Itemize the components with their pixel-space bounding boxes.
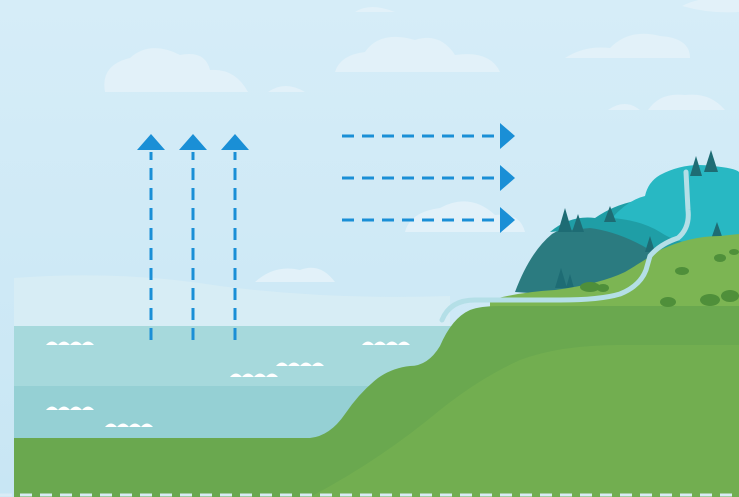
- bush: [700, 294, 720, 306]
- bush: [714, 254, 726, 262]
- bush: [729, 249, 739, 255]
- bush: [660, 297, 676, 307]
- bush: [597, 284, 609, 292]
- bush: [721, 290, 739, 302]
- bush: [580, 282, 600, 292]
- bush: [675, 267, 689, 275]
